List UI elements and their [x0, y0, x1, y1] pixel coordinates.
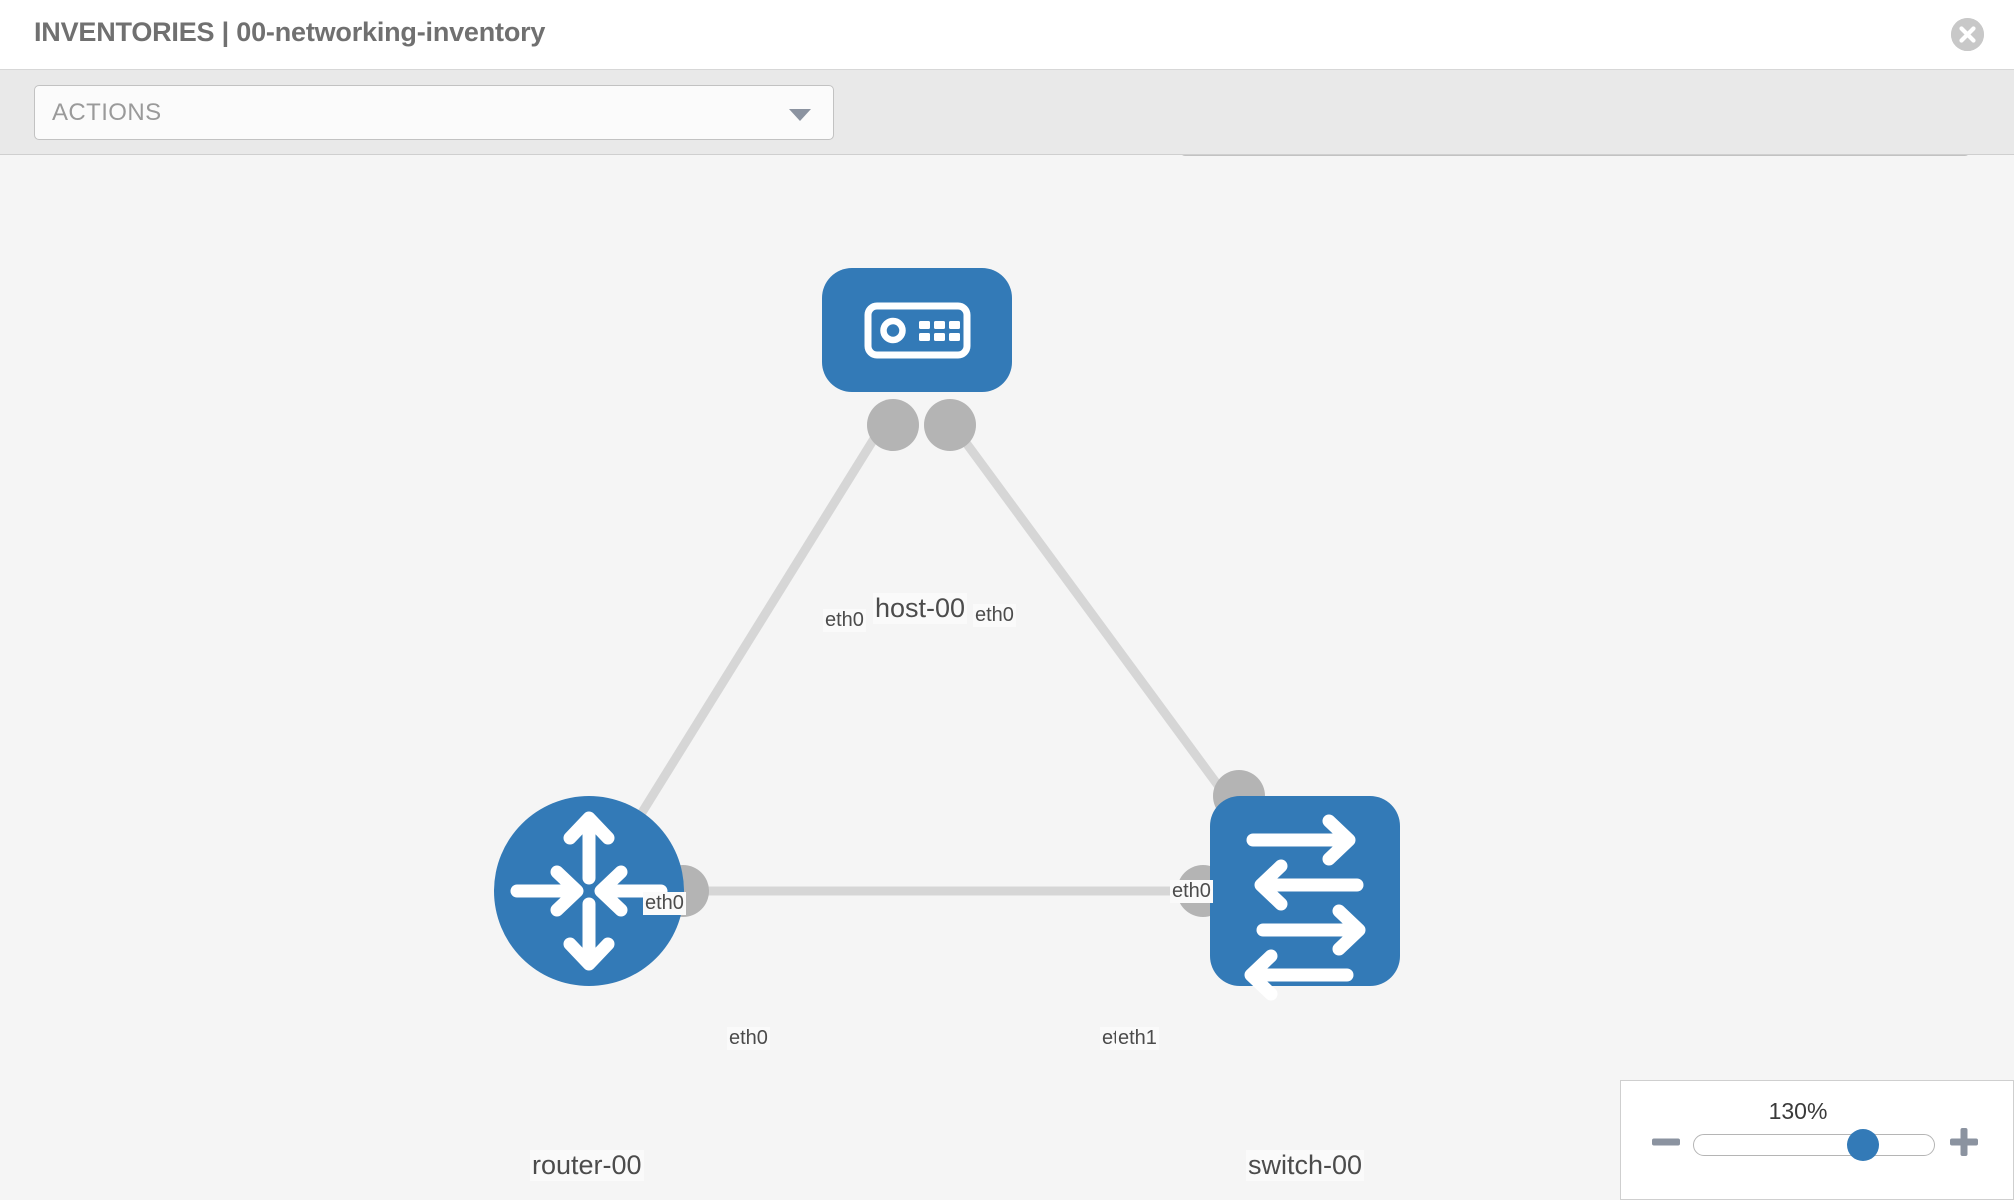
toolbar: ACTIONS SEARCH — [0, 70, 2014, 210]
page-header: INVENTORIES | 00-networking-inventory — [0, 0, 2014, 70]
close-icon[interactable] — [1951, 18, 1984, 51]
switch-arrows-icon — [1244, 814, 1366, 1001]
link-host00-router00 — [611, 418, 889, 859]
topology-graph — [494, 268, 1400, 1001]
node-host-00 — [822, 268, 1012, 392]
topology-links — [611, 418, 1274, 896]
plus-icon[interactable] — [1947, 1125, 1981, 1159]
edge-label-router00-eth0: eth0 — [727, 1027, 770, 1050]
node-switch-00 — [1210, 796, 1400, 1001]
edge-label-host00-eth0-left: eth0 — [823, 609, 866, 632]
topology-canvas[interactable]: host-00 router-00 switch-00 eth0 eth0 et… — [0, 156, 2014, 1200]
actions-dropdown[interactable]: ACTIONS — [34, 85, 834, 140]
minus-icon[interactable] — [1649, 1125, 1683, 1159]
edge-label-router00-eth0-up: eth0 — [643, 892, 686, 915]
edge-label-switch00-eth1: eth1 — [1116, 1027, 1159, 1050]
edge-label-host00-eth0-right: eth0 — [973, 604, 1016, 627]
chevron-down-icon — [789, 109, 811, 121]
port-host00-right — [924, 399, 976, 451]
edge-label-switch00-eth0-up: eth0 — [1170, 880, 1213, 903]
zoom-slider-track[interactable] — [1693, 1134, 1935, 1156]
zoom-level-value: 130% — [1768, 1098, 1828, 1124]
topology-ports — [657, 399, 1265, 917]
zoom-slider-handle[interactable] — [1847, 1129, 1879, 1161]
node-label-router-00: router-00 — [530, 1150, 644, 1181]
node-label-host-00: host-00 — [873, 593, 968, 624]
router-arrows-icon — [510, 811, 668, 971]
zoom-control-panel: 130% — [1620, 1080, 2014, 1200]
port-host00-left — [867, 399, 919, 451]
node-router-00 — [494, 796, 684, 986]
actions-dropdown-label: ACTIONS — [52, 99, 162, 126]
node-label-switch-00: switch-00 — [1246, 1150, 1365, 1181]
page-title: INVENTORIES | 00-networking-inventory — [34, 17, 546, 47]
server-icon — [864, 302, 971, 359]
